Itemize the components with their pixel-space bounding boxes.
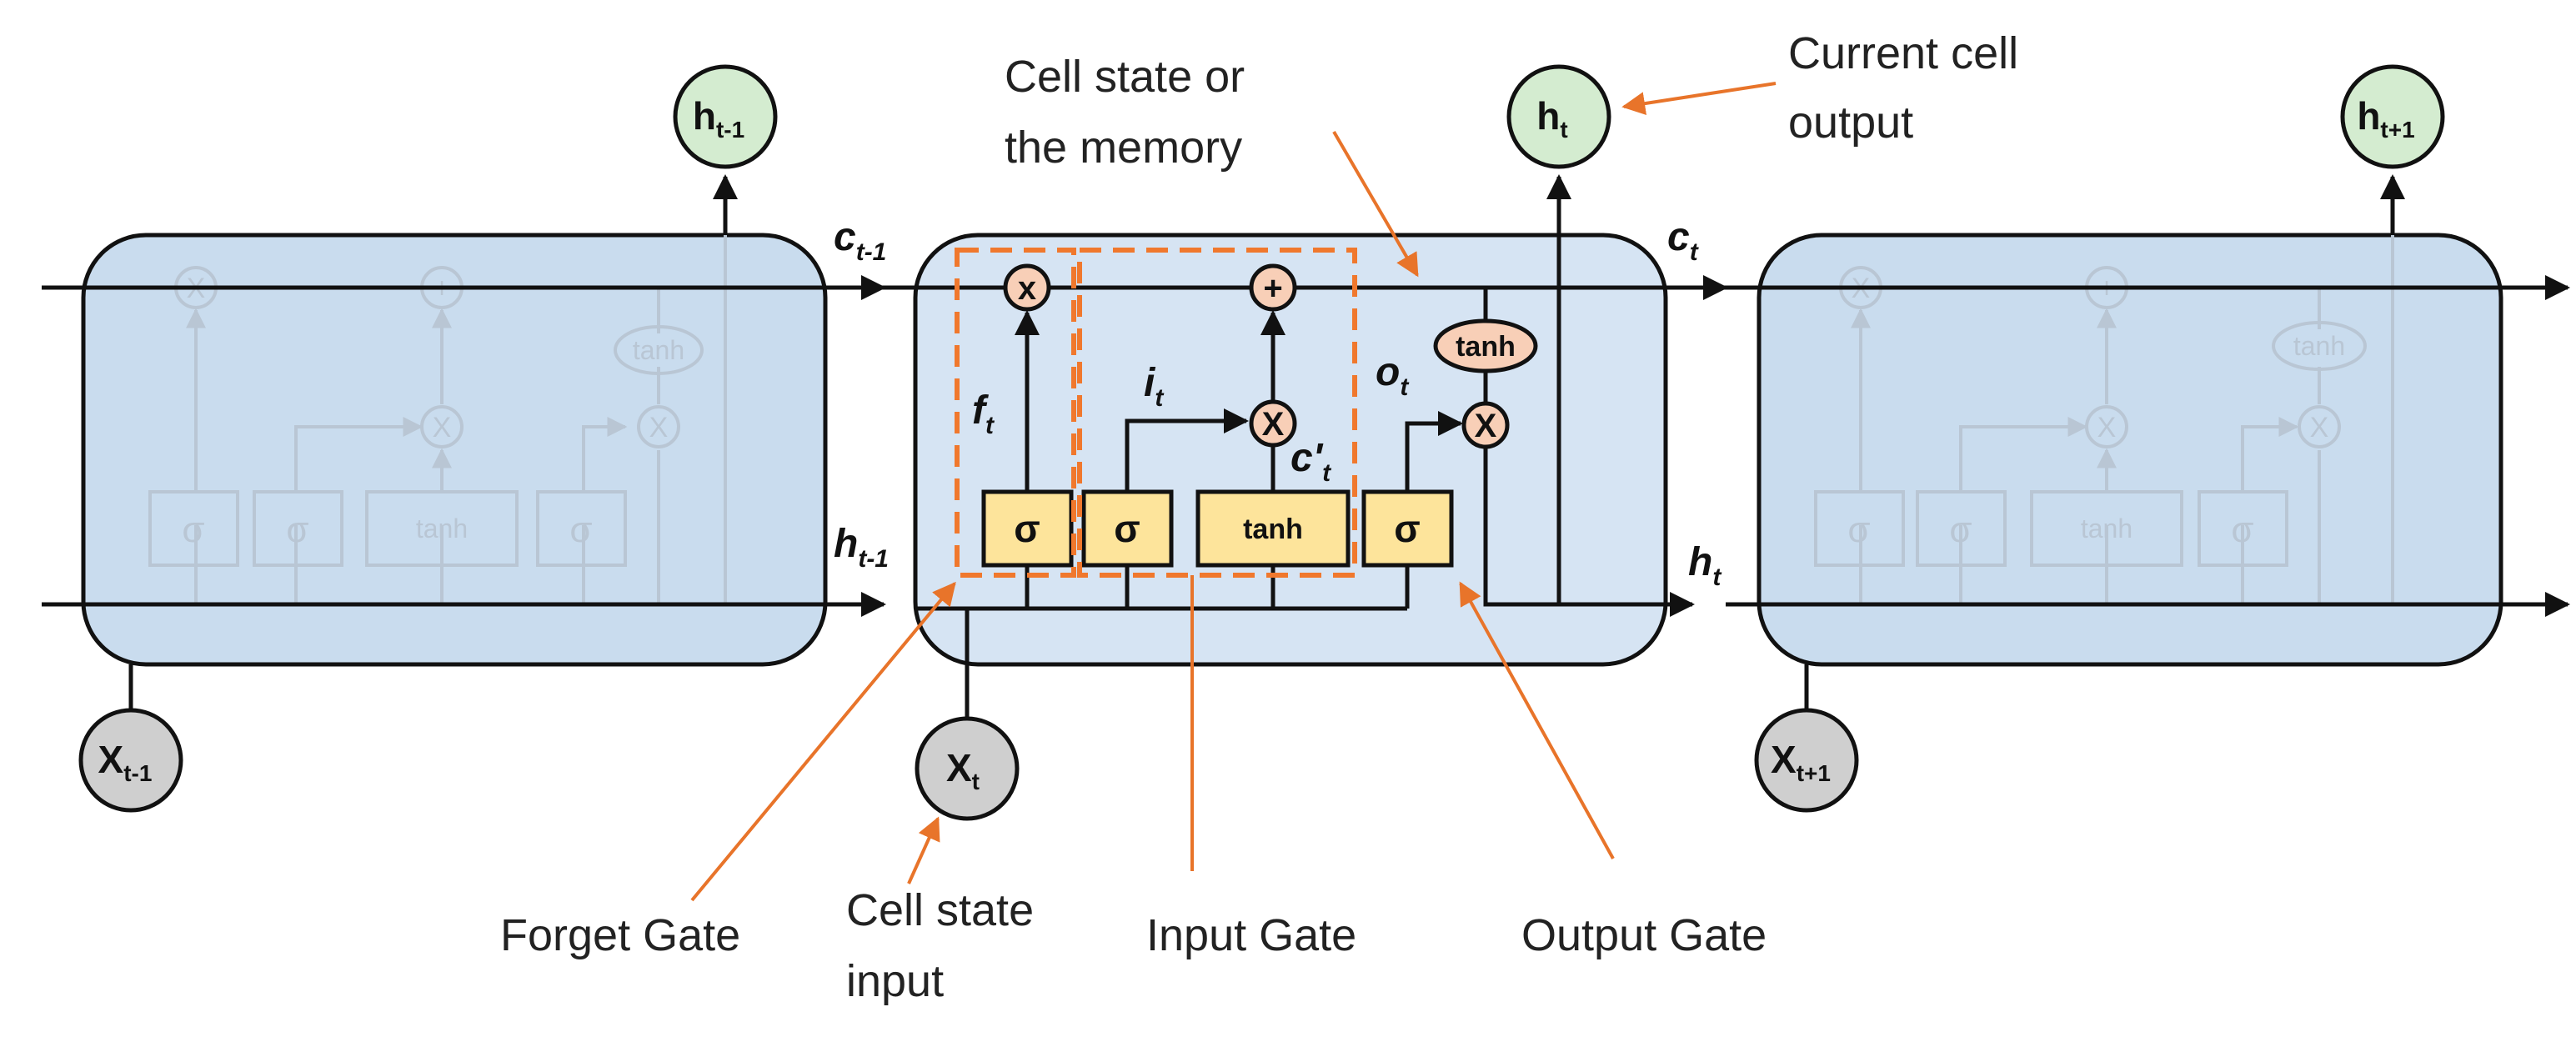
label-h-curr-out: ht	[1688, 540, 1722, 591]
label-c-prev: ct-1	[834, 215, 886, 266]
output-tanh-op	[1433, 318, 1538, 373]
node-x-next: Xt+1	[1754, 708, 1859, 813]
annotation-input-gate: Input Gate	[1146, 910, 1356, 960]
label-c-candidate: c't	[1291, 436, 1332, 487]
node-h-next-label: ht+1	[2357, 94, 2414, 143]
label-h-prev-in: ht-1	[834, 522, 889, 573]
node-x-curr: Xt	[915, 716, 1020, 821]
annotations: Cell state or the memory Current cell ou…	[500, 28, 2018, 1006]
forget-multiply-symbol: x	[1018, 270, 1036, 307]
annotation-cell-state-memory-line1: Cell state or	[1005, 52, 1245, 102]
node-x-next-label: Xt+1	[1771, 738, 1831, 786]
cell-add-op	[1249, 263, 1297, 312]
node-x-prev-label: Xt-1	[98, 738, 153, 786]
output-sigma-gate	[1361, 489, 1454, 568]
gate-dashed-boxes	[955, 248, 1357, 578]
input-multiply-op	[1249, 399, 1297, 448]
node-h-next: ht+1	[2340, 64, 2445, 169]
ghost-left-sigma-3: σ	[569, 509, 592, 550]
annotation-forget-gate: Forget Gate	[500, 910, 740, 960]
node-x-curr-label: Xt	[946, 746, 980, 794]
output-tanh-label: tanh	[1456, 331, 1516, 363]
node-x-prev: Xt-1	[78, 708, 183, 813]
center-gates: σ σ tanh σ x + X X tanh	[981, 263, 1538, 568]
annotation-cell-state-memory-line2: the memory	[1005, 123, 1242, 173]
candidate-tanh-gate	[1195, 489, 1351, 568]
input-sigma-gate	[1081, 489, 1174, 568]
label-c-curr: ct	[1667, 215, 1700, 266]
output-sigma-label: σ	[1394, 507, 1420, 550]
ghost-left-mult-output: X	[649, 412, 669, 443]
ghost-right-mult-output: X	[2310, 412, 2329, 443]
forget-gate-dashed-box	[955, 248, 1076, 578]
annotation-cell-state-input-line1: Cell state	[846, 885, 1034, 935]
node-h-prev: ht-1	[673, 64, 778, 169]
input-gate-dashed-box	[1077, 248, 1357, 578]
ghost-left-sigma-2: σ	[286, 509, 308, 550]
annotation-current-output-line1: Current cell	[1788, 28, 2018, 78]
annotation-cell-state-input-line2: input	[846, 956, 944, 1006]
forget-multiply-op	[1003, 263, 1051, 312]
cell-add-symbol: +	[1263, 270, 1282, 307]
ghost-cell-left: X + X X tanh σ σ tanh σ	[81, 233, 828, 667]
ghost-right-mult-input: X	[2097, 412, 2117, 443]
label-i-t: it	[1144, 361, 1165, 412]
ghost-right-sigma-2: σ	[1949, 509, 1972, 550]
output-multiply-symbol: X	[1475, 408, 1497, 444]
ghost-cell-right: X + X X tanh σ σ tanh σ	[1757, 233, 2503, 667]
state-nodes: ht-1 ht ht+1 Xt-1 Xt Xt+1	[78, 64, 2445, 821]
forget-sigma-gate	[981, 489, 1074, 568]
annotation-lines	[690, 82, 1777, 902]
input-multiply-symbol: X	[1262, 406, 1285, 443]
node-h-curr-label: ht	[1536, 94, 1567, 143]
node-h-curr: ht	[1506, 64, 1611, 169]
annotation-output-gate: Output Gate	[1521, 910, 1767, 960]
annotation-current-output-line2: output	[1788, 98, 1913, 148]
main-flow-lines	[42, 174, 2570, 734]
ghost-left-sigma-1: σ	[182, 509, 204, 550]
ghost-left-mult-input: X	[433, 412, 452, 443]
ghost-cell-left-box	[81, 233, 828, 667]
node-h-prev-label: ht-1	[693, 94, 744, 143]
forget-sigma-label: σ	[1014, 507, 1040, 550]
input-sigma-label: σ	[1114, 507, 1140, 550]
variable-labels: ct-1 ct ht-1 ht ft it ot c't	[834, 215, 1722, 591]
ghost-right-sigma-3: σ	[2231, 509, 2253, 550]
output-multiply-op	[1461, 401, 1510, 449]
ghost-cell-right-box	[1757, 233, 2503, 667]
ghost-left-tanh-op: tanh	[633, 335, 684, 365]
ghost-right-tanh-gate: tanh	[2081, 513, 2132, 544]
label-o-t: ot	[1376, 350, 1410, 401]
label-f-t: ft	[972, 388, 995, 439]
ghost-left-tanh-gate: tanh	[416, 513, 468, 544]
ghost-right-sigma-1: σ	[1847, 509, 1870, 550]
ghost-right-tanh-op: tanh	[2293, 331, 2345, 361]
candidate-tanh-label: tanh	[1243, 513, 1303, 545]
